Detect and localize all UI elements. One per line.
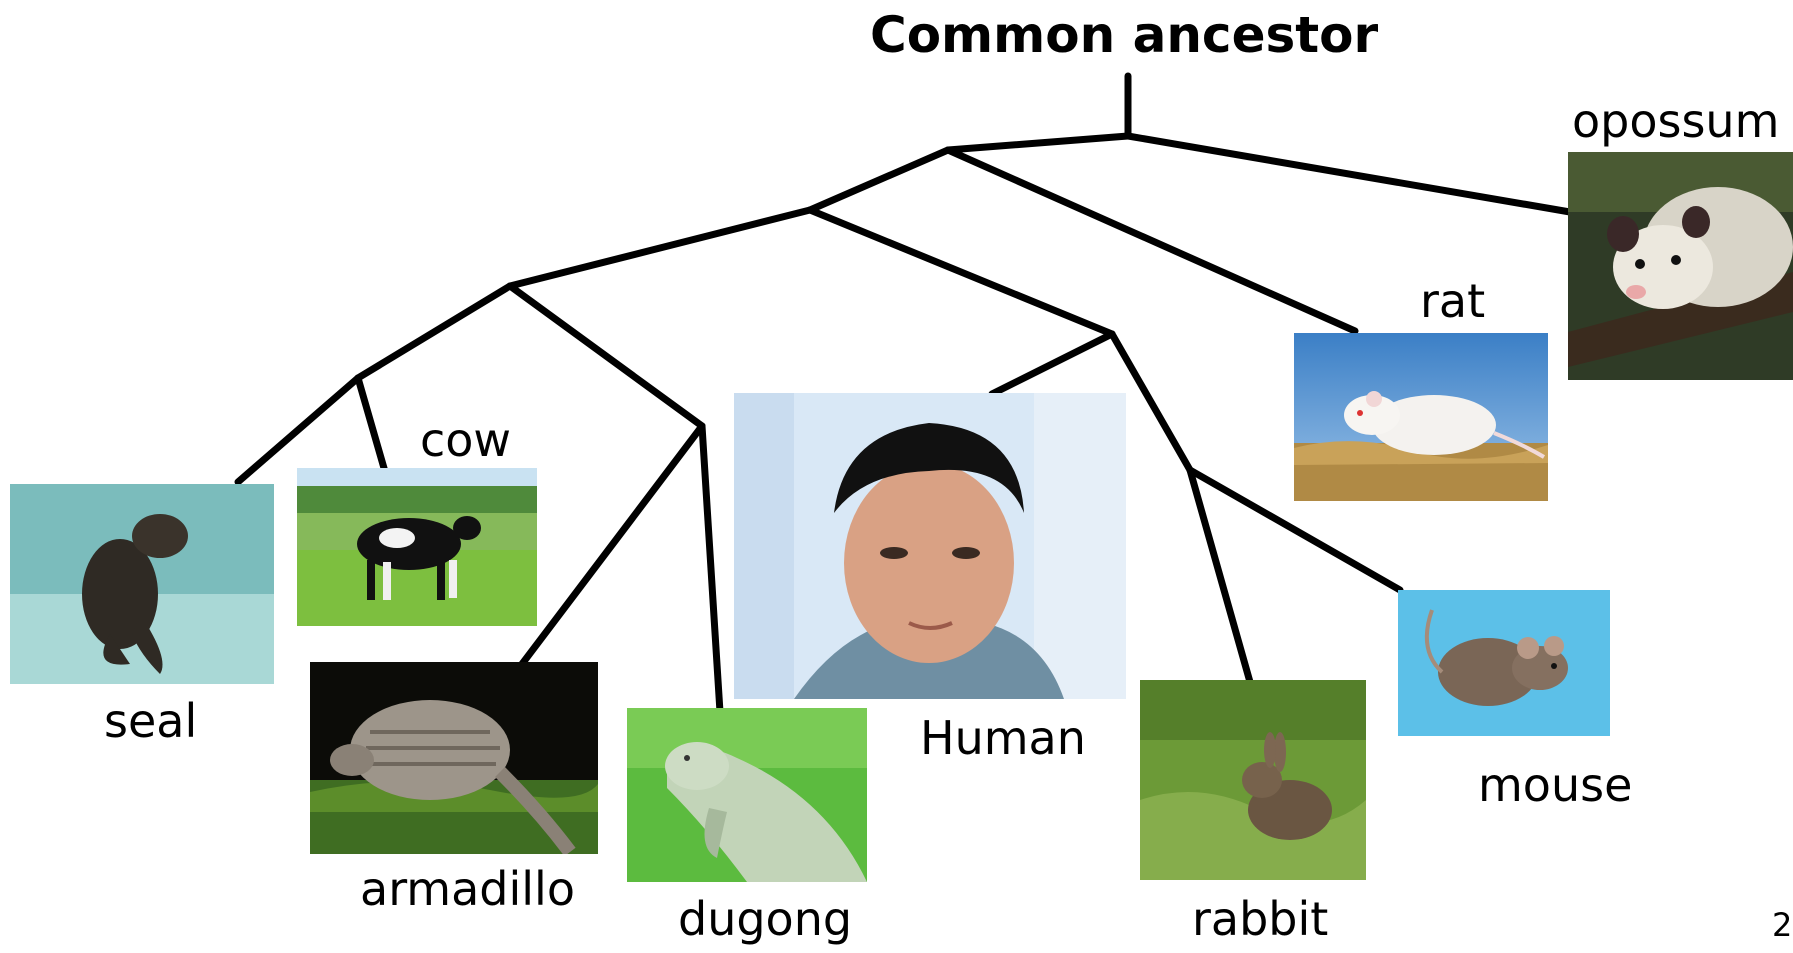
branch-to-eutherian-node (810, 150, 948, 210)
dugong-photo (627, 708, 867, 882)
rat-photo (1294, 333, 1548, 501)
dugong-label: dugong (678, 896, 852, 942)
armadillo-photo (310, 662, 598, 854)
branch-to-rodent-line (948, 150, 1355, 331)
page-number: 2 (1772, 906, 1792, 944)
branch-root-to-opossum (1128, 136, 1570, 212)
branch-to-seal (238, 378, 358, 482)
rabbit-photo (1140, 680, 1366, 880)
branch-root-to-left-clade (948, 136, 1128, 150)
rabbit-label: rabbit (1192, 896, 1328, 942)
armadillo-label: armadillo (360, 866, 575, 912)
branch-to-euarchontoglires-node (810, 210, 1112, 334)
rat-label: rat (1420, 278, 1485, 324)
opossum-photo (1568, 152, 1793, 380)
mouse-photo (1398, 590, 1610, 736)
branch-to-afrotheria-node (510, 286, 702, 426)
seal-label: seal (104, 698, 197, 744)
opossum-label: opossum (1572, 98, 1779, 144)
branch-to-human (992, 334, 1112, 394)
cow-label: cow (420, 417, 511, 463)
branch-to-dugong (702, 426, 720, 712)
common-ancestor-title: Common ancestor (870, 10, 1378, 60)
human-label: Human (920, 715, 1086, 761)
human-photo (734, 393, 1126, 699)
branch-to-cow (358, 378, 388, 482)
branch-to-carnivore-ungulate-node (358, 286, 510, 378)
branch-to-laurasiatheria-node (510, 210, 810, 286)
mouse-label: mouse (1478, 762, 1632, 808)
branch-to-armadillo (522, 426, 702, 664)
cow-photo (297, 468, 537, 626)
seal-photo (10, 484, 274, 684)
